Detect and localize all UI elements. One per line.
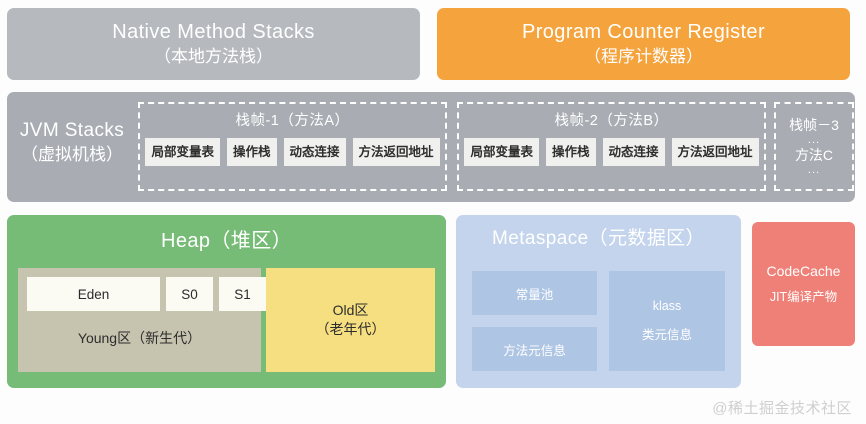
young-generation-box: Eden S0 S1 Young区（新生代）	[18, 268, 266, 372]
stack-frame-3-ellipsis-top: ...	[807, 133, 821, 146]
jvm-stacks-title-cn: （虚拟机栈）	[21, 145, 123, 164]
stack-frame-2-slots: 局部变量表 操作栈 动态连接 方法返回地址	[464, 138, 759, 166]
slot-operand-stack: 操作栈	[545, 138, 596, 166]
program-counter-register-box: Program Counter Register （程序计数器）	[437, 8, 850, 80]
klass-metadata-cell: klass 类元信息	[609, 271, 725, 371]
jvm-stacks-box: JVM Stacks （虚拟机栈） 栈帧-1（方法A） 局部变量表 操作栈 动态…	[7, 92, 855, 202]
codecache-box: CodeCache JIT编译产物	[752, 222, 855, 346]
slot-dynamic-linking: 动态连接	[283, 138, 346, 166]
stack-frame-1-title: 栈帧-1（方法A）	[235, 113, 350, 129]
slot-dynamic-linking: 动态连接	[602, 138, 665, 166]
method-metadata-cell: 方法元信息	[472, 327, 597, 371]
native-method-stacks-title-cn: （本地方法栈）	[154, 46, 273, 66]
stack-frame-3-method: 方法C	[794, 146, 834, 163]
metaspace-left-column: 常量池 方法元信息	[472, 271, 597, 371]
metaspace-title-en: Metaspace（元数据区）	[492, 228, 705, 249]
stack-frame-2: 栈帧-2（方法B） 局部变量表 操作栈 动态连接 方法返回地址	[457, 102, 766, 191]
klass-label-cn: 类元信息	[641, 328, 692, 342]
stack-frame-3: 栈帧－3 ... 方法C ...	[774, 102, 854, 191]
slot-local-variable-table: 局部变量表	[464, 138, 539, 166]
young-generation-slots: Eden S0 S1	[27, 277, 266, 311]
old-generation-box: Old区 （老年代）	[266, 268, 435, 372]
program-counter-register-title-cn: （程序计数器）	[584, 46, 703, 66]
old-generation-label-en: Old区	[332, 302, 369, 318]
stack-frame-3-title: 栈帧－3	[789, 116, 839, 133]
survivor-0-space: S0	[166, 277, 213, 311]
slot-local-variable-table: 局部变量表	[145, 138, 220, 166]
metaspace-title: Metaspace（元数据区）	[456, 226, 741, 252]
slot-return-address: 方法返回地址	[352, 138, 440, 166]
heap-title: Heap（堆区）	[7, 228, 446, 254]
slot-operand-stack: 操作栈	[226, 138, 277, 166]
stack-frame-3-ellipsis-bottom: ...	[807, 163, 821, 176]
native-method-stacks-box: Native Method Stacks （本地方法栈）	[7, 8, 420, 80]
jvm-stacks-label: JVM Stacks （虚拟机栈）	[11, 119, 133, 167]
heap-box: Heap（堆区） Eden S0 S1 Young区（新生代） Old区 （老年…	[7, 215, 446, 388]
metaspace-box: Metaspace（元数据区） 常量池 方法元信息 klass 类元信息	[456, 215, 741, 388]
heap-title-en: Heap（堆区）	[160, 230, 292, 252]
slot-return-address: 方法返回地址	[671, 138, 759, 166]
codecache-title-en: CodeCache	[766, 263, 841, 279]
constant-pool-cell: 常量池	[472, 271, 597, 315]
klass-label-en: klass	[652, 299, 682, 313]
eden-space: Eden	[27, 277, 160, 311]
stack-frame-1-slots: 局部变量表 操作栈 动态连接 方法返回地址	[145, 138, 440, 166]
program-counter-register-title-en: Program Counter Register	[521, 20, 766, 43]
old-generation-label-cn: （老年代）	[315, 321, 386, 337]
watermark: @稀土掘金技术社区	[712, 400, 852, 417]
stack-frame-2-title: 栈帧-2（方法B）	[554, 113, 669, 129]
young-generation-label: Young区（新生代）	[77, 330, 202, 346]
codecache-title-cn: JIT编译产物	[769, 290, 838, 304]
stack-frame-1: 栈帧-1（方法A） 局部变量表 操作栈 动态连接 方法返回地址	[138, 102, 447, 191]
survivor-1-space: S1	[219, 277, 266, 311]
jvm-stacks-title-en: JVM Stacks	[19, 120, 125, 141]
native-method-stacks-title-en: Native Method Stacks	[112, 20, 315, 43]
